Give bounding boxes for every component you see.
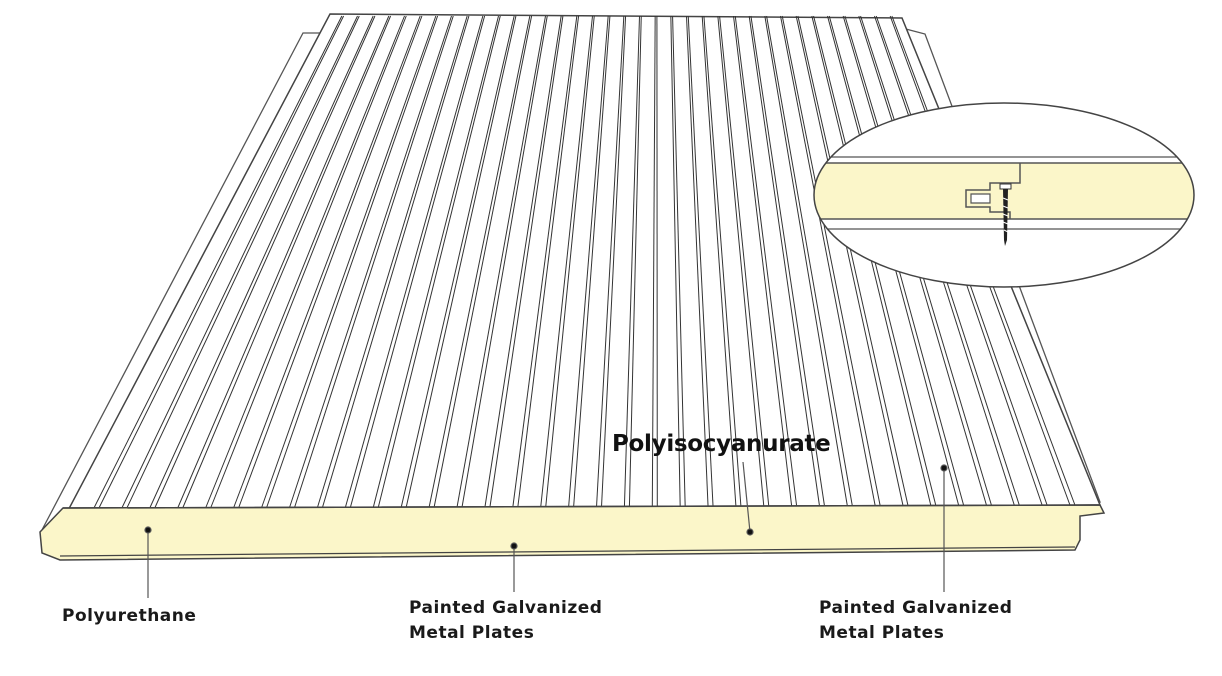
panel-rib [750, 15, 826, 509]
panel-rib [795, 15, 905, 509]
panel-rib [512, 15, 578, 509]
panel-rib [811, 15, 932, 509]
panel-rib [149, 15, 374, 509]
panel-rib [456, 15, 546, 509]
panel-rib [265, 15, 439, 509]
panel-rib [98, 15, 345, 509]
panel-rib [734, 15, 798, 509]
panel-rib [288, 15, 452, 509]
panel-rib [672, 15, 686, 509]
panel-ribs [93, 15, 1077, 509]
panel-rib [545, 15, 595, 509]
panel-rib [781, 15, 882, 509]
panel-rib [93, 15, 343, 509]
panel-rib [623, 15, 640, 509]
panel-rib [764, 15, 849, 509]
panel-rib [126, 15, 360, 509]
panel-rib [595, 15, 625, 509]
panel-rib [701, 15, 737, 509]
label-metal-plates-left: Painted Galvanized Metal Plates [409, 598, 603, 643]
label-polyisocyanurate: Polyisocyanurate [612, 431, 831, 457]
panel-rib [719, 15, 770, 509]
leader-lines [144, 461, 948, 598]
panel-rib [461, 15, 548, 509]
panel-rib [321, 15, 470, 509]
panel-rib [780, 15, 877, 509]
panel-rib [651, 15, 656, 509]
panel-rib [400, 15, 515, 509]
panel-rib [177, 15, 390, 509]
screw-icon [999, 183, 1012, 246]
label-metal-plates-right: Painted Galvanized Metal Plates [819, 598, 1013, 643]
panel-rib [210, 15, 407, 509]
label-polyurethane: Polyurethane [62, 606, 197, 626]
panel-rib [233, 15, 421, 509]
panel-rib [316, 15, 468, 509]
foam-core-edge [39, 504, 1106, 561]
panel-rib [797, 15, 910, 509]
panel-rib [717, 15, 765, 509]
panel-rib [344, 15, 484, 509]
panel-rib [489, 15, 564, 509]
panel-rib [205, 15, 405, 509]
panel-rib [349, 15, 486, 509]
panel-rib [766, 15, 854, 509]
panel-rib [293, 15, 454, 509]
panel-rib [260, 15, 437, 509]
panel-rib [433, 15, 533, 509]
joint-detail-callout [813, 102, 1195, 288]
panel-rib [687, 15, 714, 509]
panel-rib [428, 15, 531, 509]
panel-rib [372, 15, 499, 509]
panel-rib [517, 15, 580, 509]
panel-rib [573, 15, 611, 509]
panel-rib [568, 15, 609, 509]
panel-rib [600, 15, 627, 509]
panel-rib [748, 15, 821, 509]
panel-rib [405, 15, 517, 509]
panel-rib [484, 15, 562, 509]
panel-rib [154, 15, 376, 509]
panel-rib [182, 15, 392, 509]
panel-rib [703, 15, 742, 509]
panel-rib [733, 15, 793, 509]
panel-rib [628, 15, 642, 509]
panel-rib [238, 15, 423, 509]
panel-rib [540, 15, 593, 509]
panel-rib [121, 15, 358, 509]
panel-rib [377, 15, 501, 509]
panel-rib [670, 15, 681, 509]
panel-rib [686, 15, 709, 509]
